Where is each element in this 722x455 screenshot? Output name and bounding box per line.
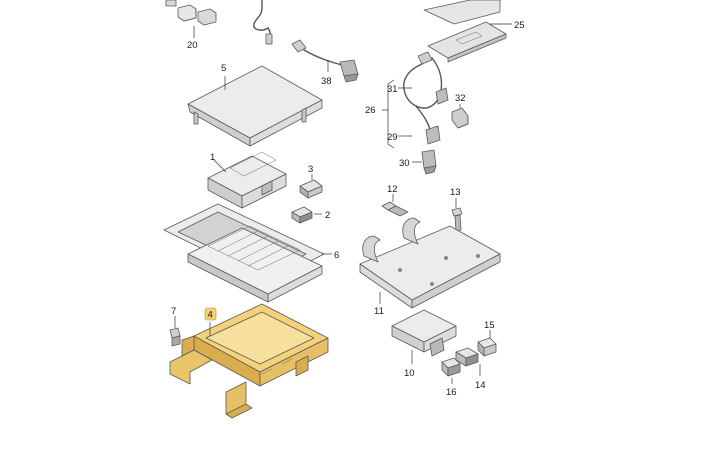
callout-1: 1 xyxy=(210,152,215,163)
part-38-sensor-cable[interactable] xyxy=(291,39,359,83)
part-15-connector[interactable] xyxy=(477,330,497,357)
callout-29: 29 xyxy=(387,132,398,143)
callout-5: 5 xyxy=(221,63,226,74)
part-11-mounting-plate[interactable] xyxy=(359,217,501,309)
callout-26: 26 xyxy=(365,105,376,116)
part-10-control-module[interactable] xyxy=(391,309,457,364)
part-30-plug[interactable] xyxy=(412,149,437,175)
callout-10: 10 xyxy=(404,368,415,379)
callout-31: 31 xyxy=(387,84,398,95)
part-16-connector[interactable] xyxy=(441,357,461,384)
callout-15: 15 xyxy=(484,320,495,331)
callout-32: 32 xyxy=(455,93,466,104)
part-20-connectors[interactable] xyxy=(165,0,217,38)
part-12-bolt[interactable] xyxy=(381,194,409,217)
part-31-wiring-harness[interactable] xyxy=(403,51,449,145)
callout-11: 11 xyxy=(374,306,384,317)
callout-2: 2 xyxy=(325,210,330,221)
part-1-control-unit[interactable] xyxy=(207,151,287,209)
callout-13: 13 xyxy=(450,187,461,198)
callout-3: 3 xyxy=(308,164,313,175)
callout-30: 30 xyxy=(399,158,410,169)
callout-7: 7 xyxy=(171,306,176,317)
part-25-plate[interactable] xyxy=(423,0,512,63)
callout-26-bracket xyxy=(382,79,412,149)
callout-4: 4 xyxy=(208,310,213,321)
part-7-bolt[interactable] xyxy=(169,316,181,347)
callout-4-badge: 4 xyxy=(204,307,217,321)
callout-14: 14 xyxy=(475,380,486,391)
part-5-cover-lid[interactable] xyxy=(187,65,323,147)
part-6-housing-tray[interactable] xyxy=(163,203,332,303)
callout-6: 6 xyxy=(334,250,339,261)
part-2-connector[interactable] xyxy=(291,206,322,224)
part-32-connector[interactable] xyxy=(451,104,469,129)
callout-12: 12 xyxy=(387,184,398,195)
part-sensor-wire[interactable] xyxy=(253,0,273,45)
part-14-connector[interactable] xyxy=(455,347,481,376)
callout-16: 16 xyxy=(446,387,457,398)
part-4-mounting-bracket[interactable] xyxy=(169,303,329,419)
callout-38: 38 xyxy=(321,76,332,87)
callout-20: 20 xyxy=(187,40,198,51)
callout-25: 25 xyxy=(514,20,525,31)
part-13-bolt[interactable] xyxy=(451,198,463,232)
part-3-connector[interactable] xyxy=(299,174,323,199)
